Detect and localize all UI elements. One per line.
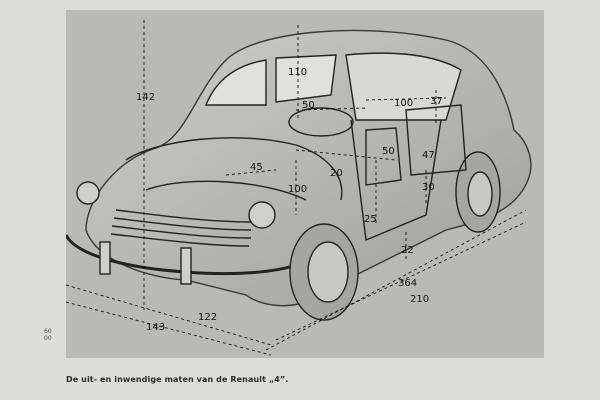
- dim-front-seat-back: 50: [382, 146, 395, 157]
- dim-rear-seat-height: 30: [422, 182, 435, 193]
- dim-dash-depth: 45: [250, 162, 263, 173]
- dim-front-track: 122: [198, 312, 217, 323]
- car-drawing: 110 142 50 100 37 50 47 45 20 100 30 25 …: [66, 20, 532, 356]
- dim-seat-floor: 100: [288, 184, 307, 195]
- dim-ground-clearance: 22: [401, 245, 414, 256]
- dim-door-sill: 25: [364, 214, 377, 225]
- dim-rear-headroom: 37: [430, 96, 443, 107]
- dim-overall-height: 142: [136, 92, 155, 103]
- dim-rear-seat-depth: 47: [422, 150, 435, 161]
- car-body-outline: [66, 29, 532, 321]
- figure-caption: De uit- en inwendige maten van de Renaul…: [66, 375, 289, 384]
- dim-steering-height: 20: [330, 168, 343, 179]
- dim-overall-width: 143: [146, 322, 165, 333]
- dimension-lines: [66, 20, 527, 356]
- dim-wheelbase: 210: [410, 294, 429, 305]
- dim-front-seat-depth: 50: [302, 100, 315, 111]
- car-illustration: 110 142 50 100 37 50 47 45 20 100 30 25 …: [66, 10, 544, 358]
- dim-roof-height: 110: [288, 67, 307, 78]
- dim-cabin-length: 100: [394, 98, 413, 109]
- page-number: 60 00: [44, 328, 52, 342]
- dim-length-364: 364: [398, 278, 417, 289]
